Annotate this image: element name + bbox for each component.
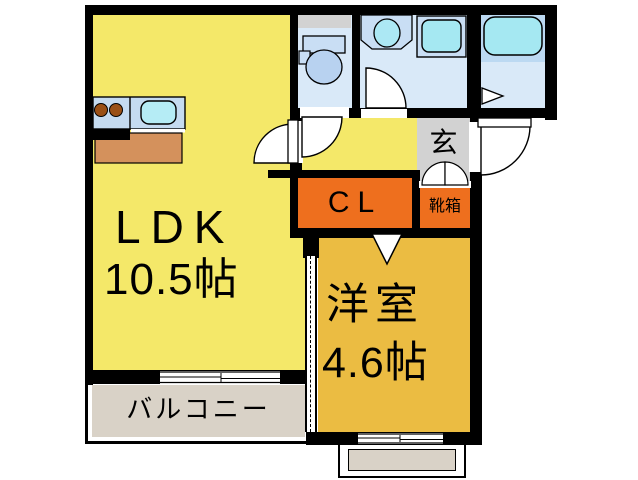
wall-washroom-bathroom bbox=[467, 13, 481, 110]
balcony-label: バルコニー bbox=[126, 394, 271, 424]
shoebox-door-left bbox=[421, 161, 446, 186]
western-room-door bbox=[370, 233, 404, 266]
wall-closet-top bbox=[268, 170, 420, 178]
entrance-label: 玄 bbox=[429, 127, 458, 158]
stove-burner-right bbox=[109, 103, 123, 117]
wall-wet-area-bottom bbox=[290, 108, 557, 118]
sliding-partition bbox=[305, 256, 317, 432]
bathroom-folding-door bbox=[481, 87, 505, 105]
toilet-bowl bbox=[305, 49, 343, 85]
western-room-size-label: 4.6帖 bbox=[322, 339, 429, 387]
wall-right-main bbox=[470, 118, 482, 445]
toilet-window bbox=[298, 15, 351, 28]
shoebox-label: 靴箱 bbox=[428, 198, 461, 215]
ldk-floor bbox=[93, 15, 305, 372]
closet-label: CL bbox=[327, 186, 383, 219]
wall-bathroom-right bbox=[545, 5, 557, 120]
wall-toilet-left bbox=[290, 13, 298, 108]
washing-machine bbox=[421, 19, 462, 53]
wall-partition-stub bbox=[303, 238, 319, 258]
wall-top bbox=[85, 5, 557, 15]
wall-closet-shoebox bbox=[412, 178, 420, 228]
kitchen-sink bbox=[140, 100, 177, 125]
toilet-door-swing bbox=[301, 116, 343, 158]
ldk-size-label: 10.5帖 bbox=[104, 255, 239, 304]
wall-western-top bbox=[290, 228, 482, 238]
western-room-label: 洋室 bbox=[326, 281, 424, 329]
bathtub bbox=[483, 16, 543, 56]
kitchen-step bbox=[85, 129, 130, 140]
western-room-floor bbox=[318, 238, 470, 432]
porch bbox=[338, 443, 466, 478]
balcony-window bbox=[160, 371, 280, 384]
balcony-floor bbox=[92, 385, 305, 437]
shoebox-door-right bbox=[444, 161, 469, 186]
western-room-window bbox=[358, 433, 443, 444]
washroom-door-swing bbox=[365, 67, 407, 109]
ldk-label: LDK bbox=[115, 201, 235, 253]
front-door-leaf bbox=[477, 117, 532, 128]
balcony-rail-bottom bbox=[85, 441, 317, 444]
washbasin-bowl bbox=[373, 18, 401, 48]
ldk-door-leaf bbox=[287, 119, 299, 164]
shoebox-floor bbox=[420, 186, 470, 228]
stove-burner-left bbox=[94, 103, 108, 117]
wall-toilet-washroom bbox=[352, 13, 360, 108]
ldk-door-swing bbox=[253, 123, 294, 164]
front-door-swing bbox=[480, 125, 531, 176]
balcony-rail-left bbox=[85, 385, 88, 444]
closet-floor bbox=[298, 178, 412, 228]
wall-left bbox=[85, 5, 93, 385]
wall-closet-left bbox=[290, 178, 298, 228]
porch-step bbox=[348, 449, 456, 471]
